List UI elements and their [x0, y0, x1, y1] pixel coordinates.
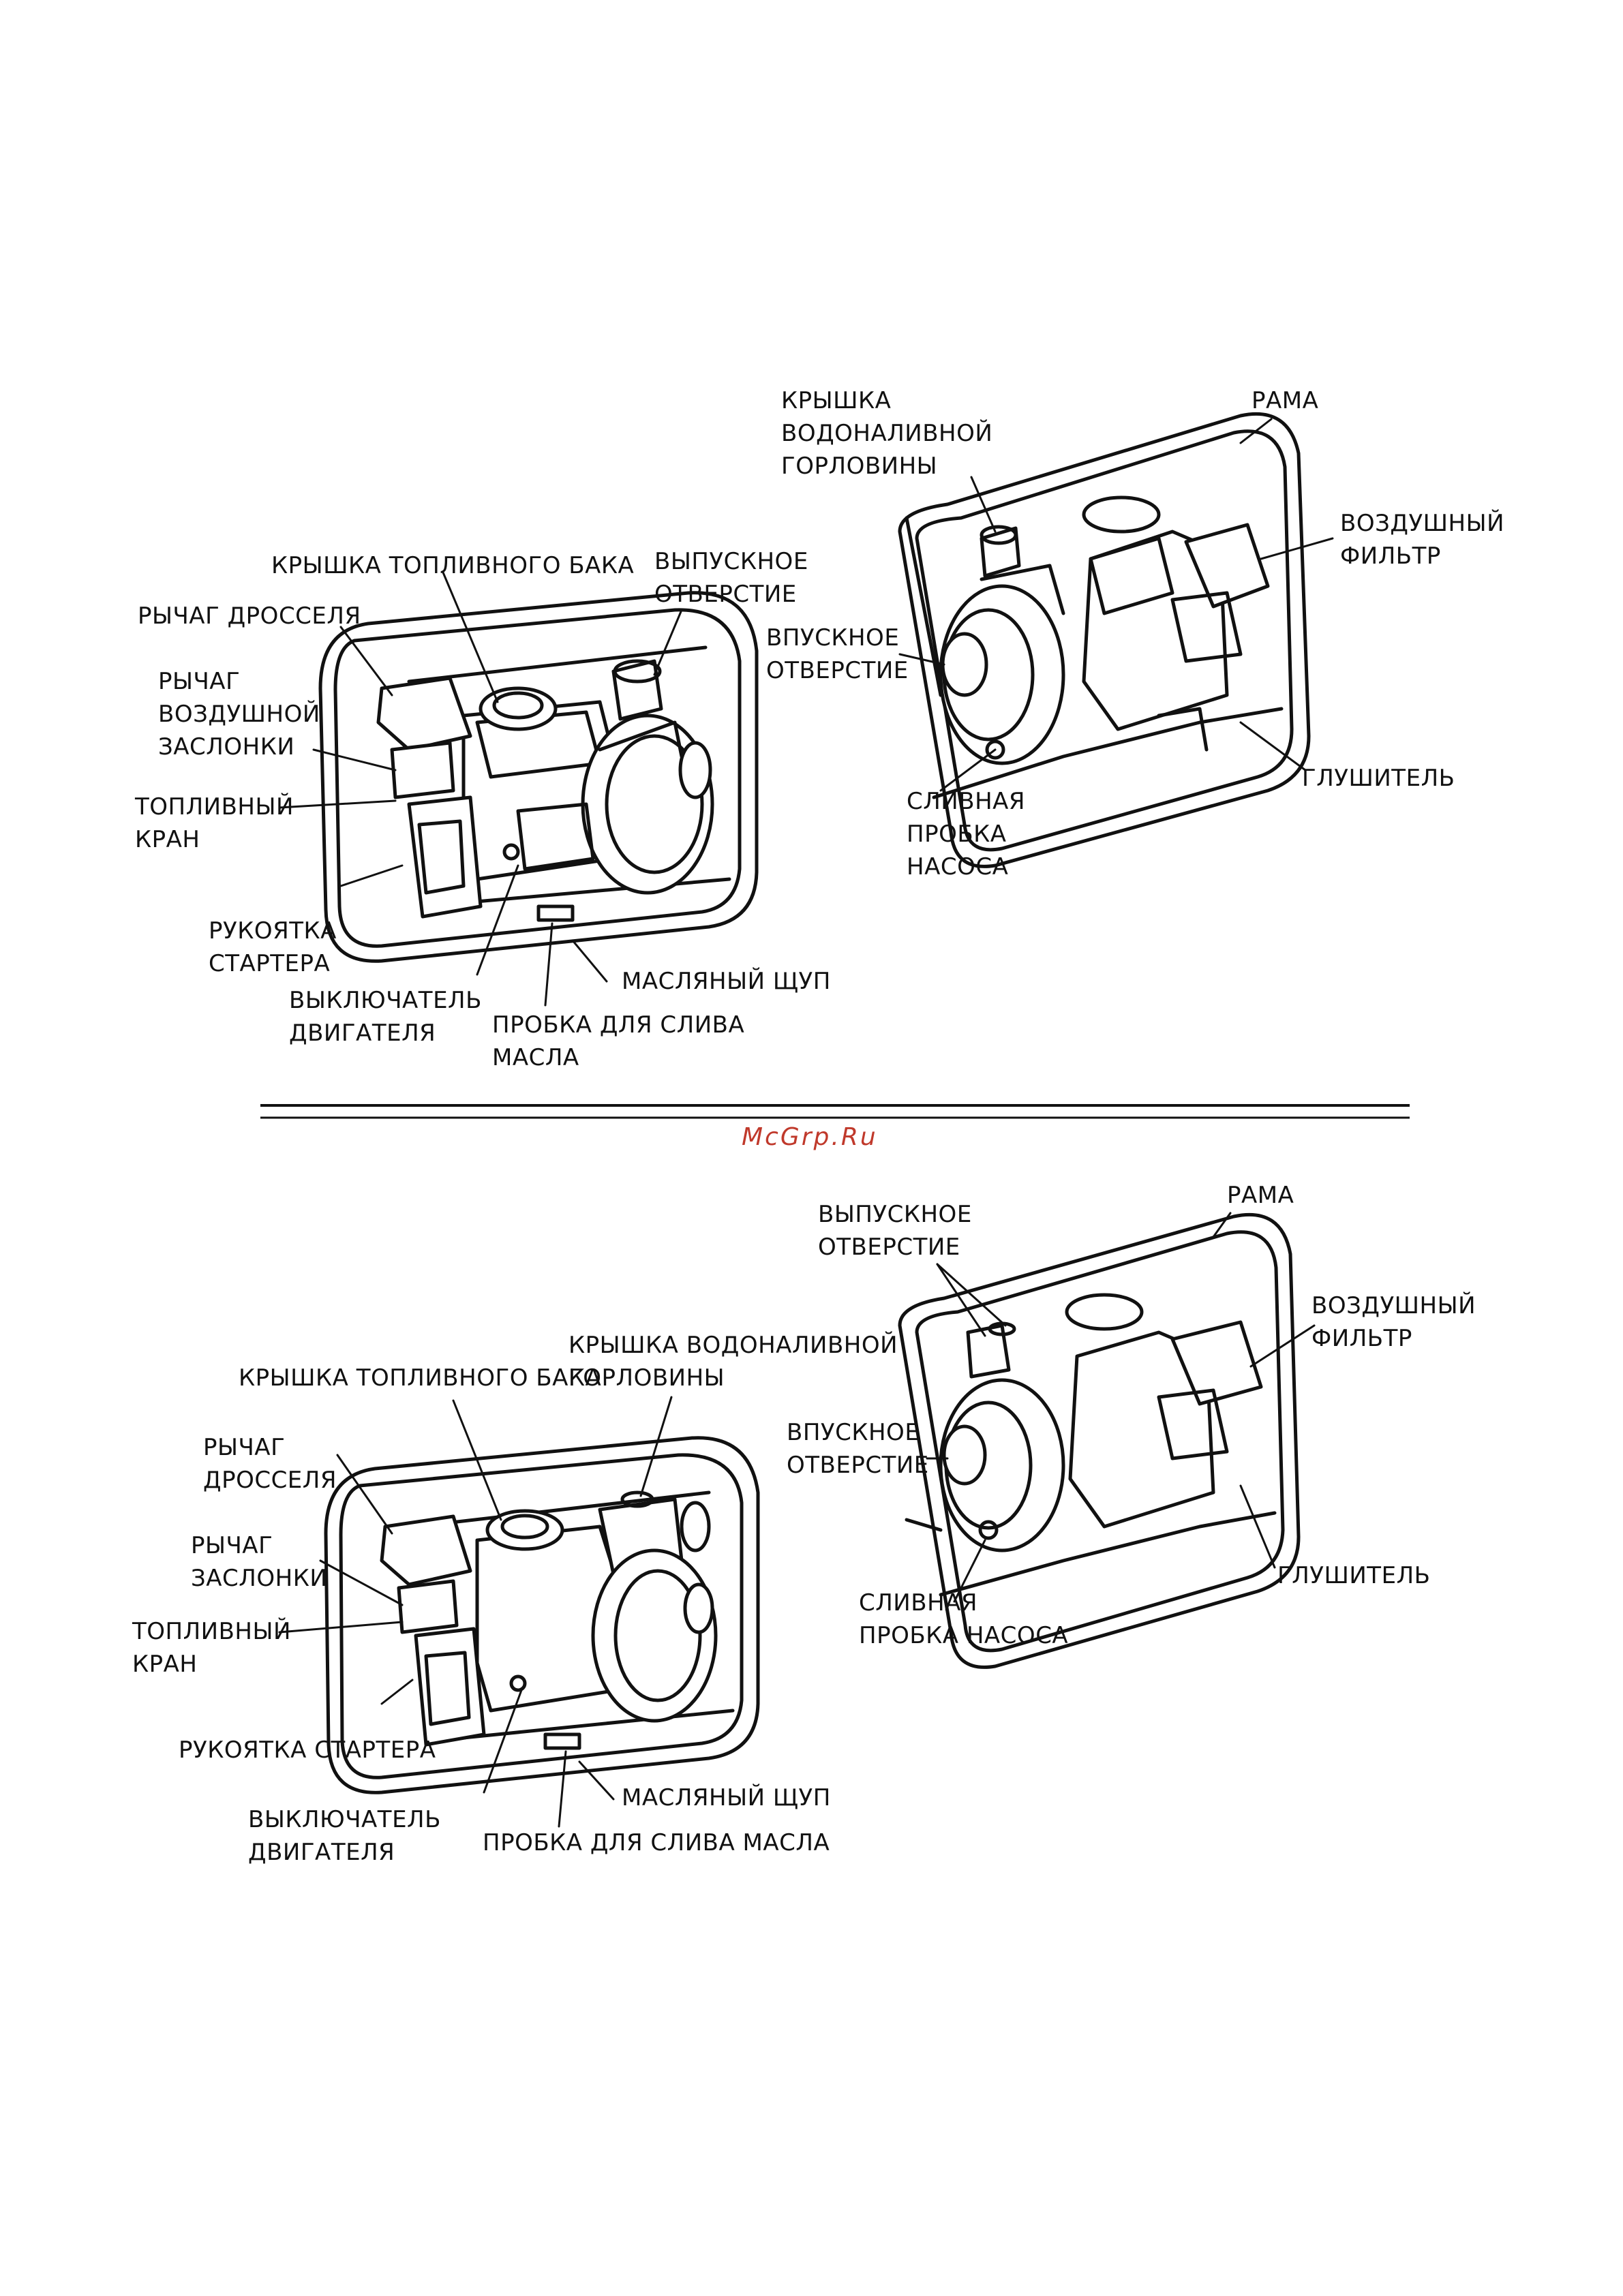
label-fuel-cap-bottom: КРЫШКА ТОПЛИВНОГО БАКА	[239, 1364, 602, 1392]
label-dipstick-top: МАСЛЯНЫЙ ЩУП	[622, 968, 831, 995]
label-fuel-cap-top: КРЫШКА ТОПЛИВНОГО БАКА	[271, 552, 635, 579]
label-frame-top: РАМА	[1252, 387, 1319, 414]
watermark: McGrp.Ru	[742, 1123, 878, 1151]
label-frame-bottom: РАМА	[1227, 1182, 1294, 1209]
top-right-pump-drawing	[898, 412, 1334, 868]
label-oil-drain-bottom: ПРОБКА ДЛЯ СЛИВА МАСЛА	[483, 1829, 830, 1856]
bottom-left-pump-drawing	[278, 1396, 760, 1828]
label-starter-bottom: РУКОЯТКА СТАРТЕРА	[179, 1736, 436, 1764]
label-muffler-top: ГЛУШИТЕЛЬ	[1302, 765, 1455, 792]
bottom-right-pump-drawing	[898, 1212, 1316, 1669]
top-left-pump-drawing	[278, 571, 759, 1007]
label-muffler-bottom: ГЛУШИТЕЛЬ	[1277, 1562, 1431, 1589]
label-throttle-top: РЫЧАГ ДРОССЕЛЯ	[138, 602, 361, 630]
section-divider	[260, 1104, 1410, 1119]
label-dipstick-bottom: МАСЛЯНЫЙ ЩУП	[622, 1784, 831, 1811]
